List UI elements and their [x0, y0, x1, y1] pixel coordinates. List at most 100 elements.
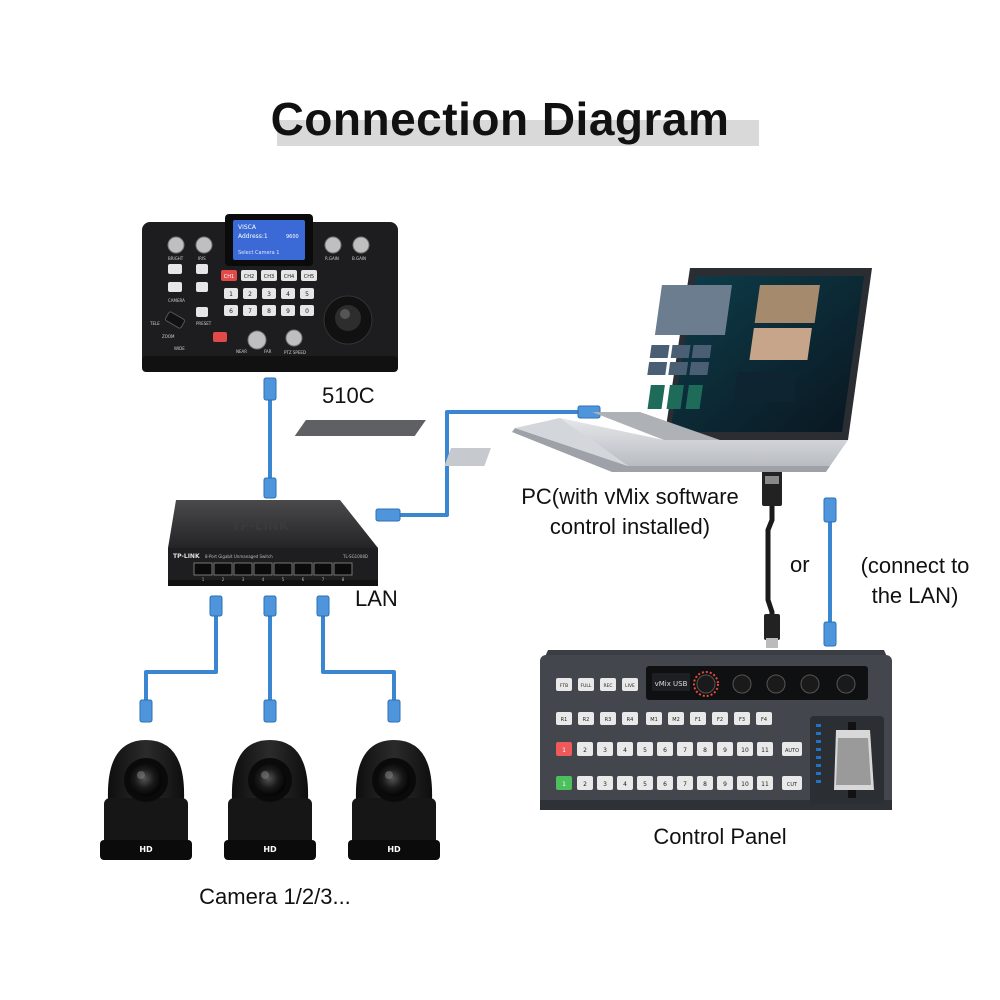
- knob-bgain: [352, 236, 370, 254]
- svg-text:LIVE: LIVE: [625, 683, 635, 689]
- svg-text:WIDE: WIDE: [174, 346, 185, 351]
- switch-label: LAN: [355, 586, 398, 611]
- svg-text:TELE: TELE: [149, 321, 160, 326]
- svg-text:5: 5: [305, 291, 309, 298]
- knob-focus: [247, 330, 267, 350]
- svg-text:IRIS: IRIS: [198, 256, 206, 261]
- svg-text:F2: F2: [717, 717, 723, 723]
- switch-model: TL-SG1008D: [342, 554, 368, 559]
- svg-text:CH4: CH4: [284, 274, 294, 280]
- laptop-keyboard: [294, 420, 426, 436]
- svg-text:9: 9: [723, 781, 727, 788]
- lcd-line2: Address:1: [238, 233, 268, 240]
- pc-label: PC(with vMix software control installed): [495, 482, 765, 542]
- svg-text:4: 4: [623, 781, 627, 788]
- svg-text:11: 11: [761, 781, 769, 788]
- svg-text:F1: F1: [695, 717, 701, 723]
- svg-text:5: 5: [643, 781, 647, 788]
- plug-switch-top: [263, 477, 277, 499]
- svg-text:NEAR: NEAR: [236, 349, 247, 354]
- svg-text:CH1: CH1: [224, 274, 234, 280]
- switch-desc: 8-Port Gigabit Unmanaged Switch: [205, 554, 273, 559]
- plug-cam3: [387, 699, 401, 723]
- plug-switch-side: [375, 508, 401, 522]
- plug-controller: [263, 377, 277, 401]
- cable-switch-camera-1: [144, 608, 218, 710]
- connect-label-line1: (connect to: [860, 553, 970, 578]
- svg-text:10: 10: [741, 747, 749, 754]
- controller-label: 510C: [322, 383, 375, 408]
- svg-text:REC: REC: [603, 683, 612, 689]
- controller-number-keys: [224, 288, 314, 316]
- plug-switch-cam2: [263, 595, 277, 617]
- svg-text:2: 2: [583, 781, 587, 788]
- usb-plugs: [762, 470, 782, 648]
- svg-text:B.GAIN: B.GAIN: [352, 256, 366, 261]
- svg-text:3: 3: [267, 291, 271, 298]
- svg-text:4: 4: [623, 747, 627, 754]
- svg-text:6: 6: [229, 308, 233, 315]
- controller-ch-buttons: CH1 CH2 CH3 CH4 CH5: [221, 270, 317, 281]
- svg-text:8: 8: [703, 747, 707, 754]
- svg-text:4: 4: [262, 577, 265, 582]
- plug-switch-cam1: [209, 595, 223, 617]
- switch-ports: [193, 562, 353, 576]
- svg-text:1: 1: [229, 291, 233, 298]
- svg-text:3: 3: [242, 577, 245, 582]
- page-title: Connection Diagram: [270, 93, 730, 145]
- svg-text:R2: R2: [583, 717, 590, 723]
- svg-text:8: 8: [342, 577, 345, 582]
- title-underline-bar: [277, 120, 759, 146]
- svg-text:vMix USB: vMix USB: [655, 680, 688, 688]
- svg-text:AUTO: AUTO: [785, 748, 799, 754]
- camera-1: HD: [100, 740, 192, 860]
- cables: [144, 393, 832, 710]
- svg-text:ZOOM: ZOOM: [162, 334, 175, 339]
- svg-text:2: 2: [583, 747, 587, 754]
- svg-text:FTB: FTB: [560, 683, 568, 689]
- svg-text:1: 1: [562, 747, 566, 754]
- panel-top-buttons: [556, 678, 638, 691]
- svg-text:HD: HD: [263, 845, 277, 854]
- laptop-screen-ui: [647, 285, 820, 409]
- control-panel-label: Control Panel: [653, 824, 787, 849]
- svg-text:9: 9: [723, 747, 727, 754]
- ptz-controller-510c: VISCA Address:1 9600 Select Camera 1 CH1…: [142, 214, 398, 372]
- knob-ptz-speed: [285, 329, 303, 347]
- svg-text:FULL: FULL: [581, 683, 592, 689]
- svg-text:PRESET: PRESET: [196, 321, 212, 326]
- laptop-pc: [294, 268, 872, 472]
- svg-text:CAMERA: CAMERA: [168, 298, 185, 303]
- svg-text:R4: R4: [627, 717, 634, 723]
- svg-text:M2: M2: [672, 717, 680, 723]
- panel-screen: [652, 673, 690, 691]
- svg-text:1: 1: [202, 577, 205, 582]
- svg-text:11: 11: [761, 747, 769, 754]
- svg-text:CH3: CH3: [264, 274, 274, 280]
- svg-text:2: 2: [222, 577, 225, 582]
- plug-cam1: [139, 699, 153, 723]
- controller-lcd-screen: [233, 220, 305, 260]
- svg-text:3: 3: [603, 781, 607, 788]
- svg-text:2: 2: [248, 291, 252, 298]
- svg-text:F4: F4: [761, 717, 767, 723]
- svg-text:6: 6: [663, 781, 667, 788]
- svg-text:6: 6: [663, 747, 667, 754]
- svg-text:R.GAIN: R.GAIN: [325, 256, 339, 261]
- svg-text:7: 7: [683, 747, 687, 754]
- knob-rgain: [324, 236, 342, 254]
- panel-second-row-buttons: [556, 712, 772, 725]
- lcd-line1: VISCA: [238, 224, 257, 231]
- connect-to-lan-label: (connect to the LAN): [850, 551, 980, 611]
- knob-iris: [195, 236, 213, 254]
- pc-label-line2: control installed): [549, 514, 711, 539]
- lcd-right: 9600: [286, 234, 299, 240]
- svg-text:8: 8: [267, 308, 271, 315]
- plug-switch-cam3: [316, 595, 330, 617]
- svg-text:FAR: FAR: [264, 349, 272, 354]
- plug-cam2: [263, 699, 277, 723]
- svg-text:4: 4: [286, 291, 290, 298]
- switch-top-logo: TP-LINK: [231, 519, 290, 534]
- camera-2: HD: [224, 740, 316, 860]
